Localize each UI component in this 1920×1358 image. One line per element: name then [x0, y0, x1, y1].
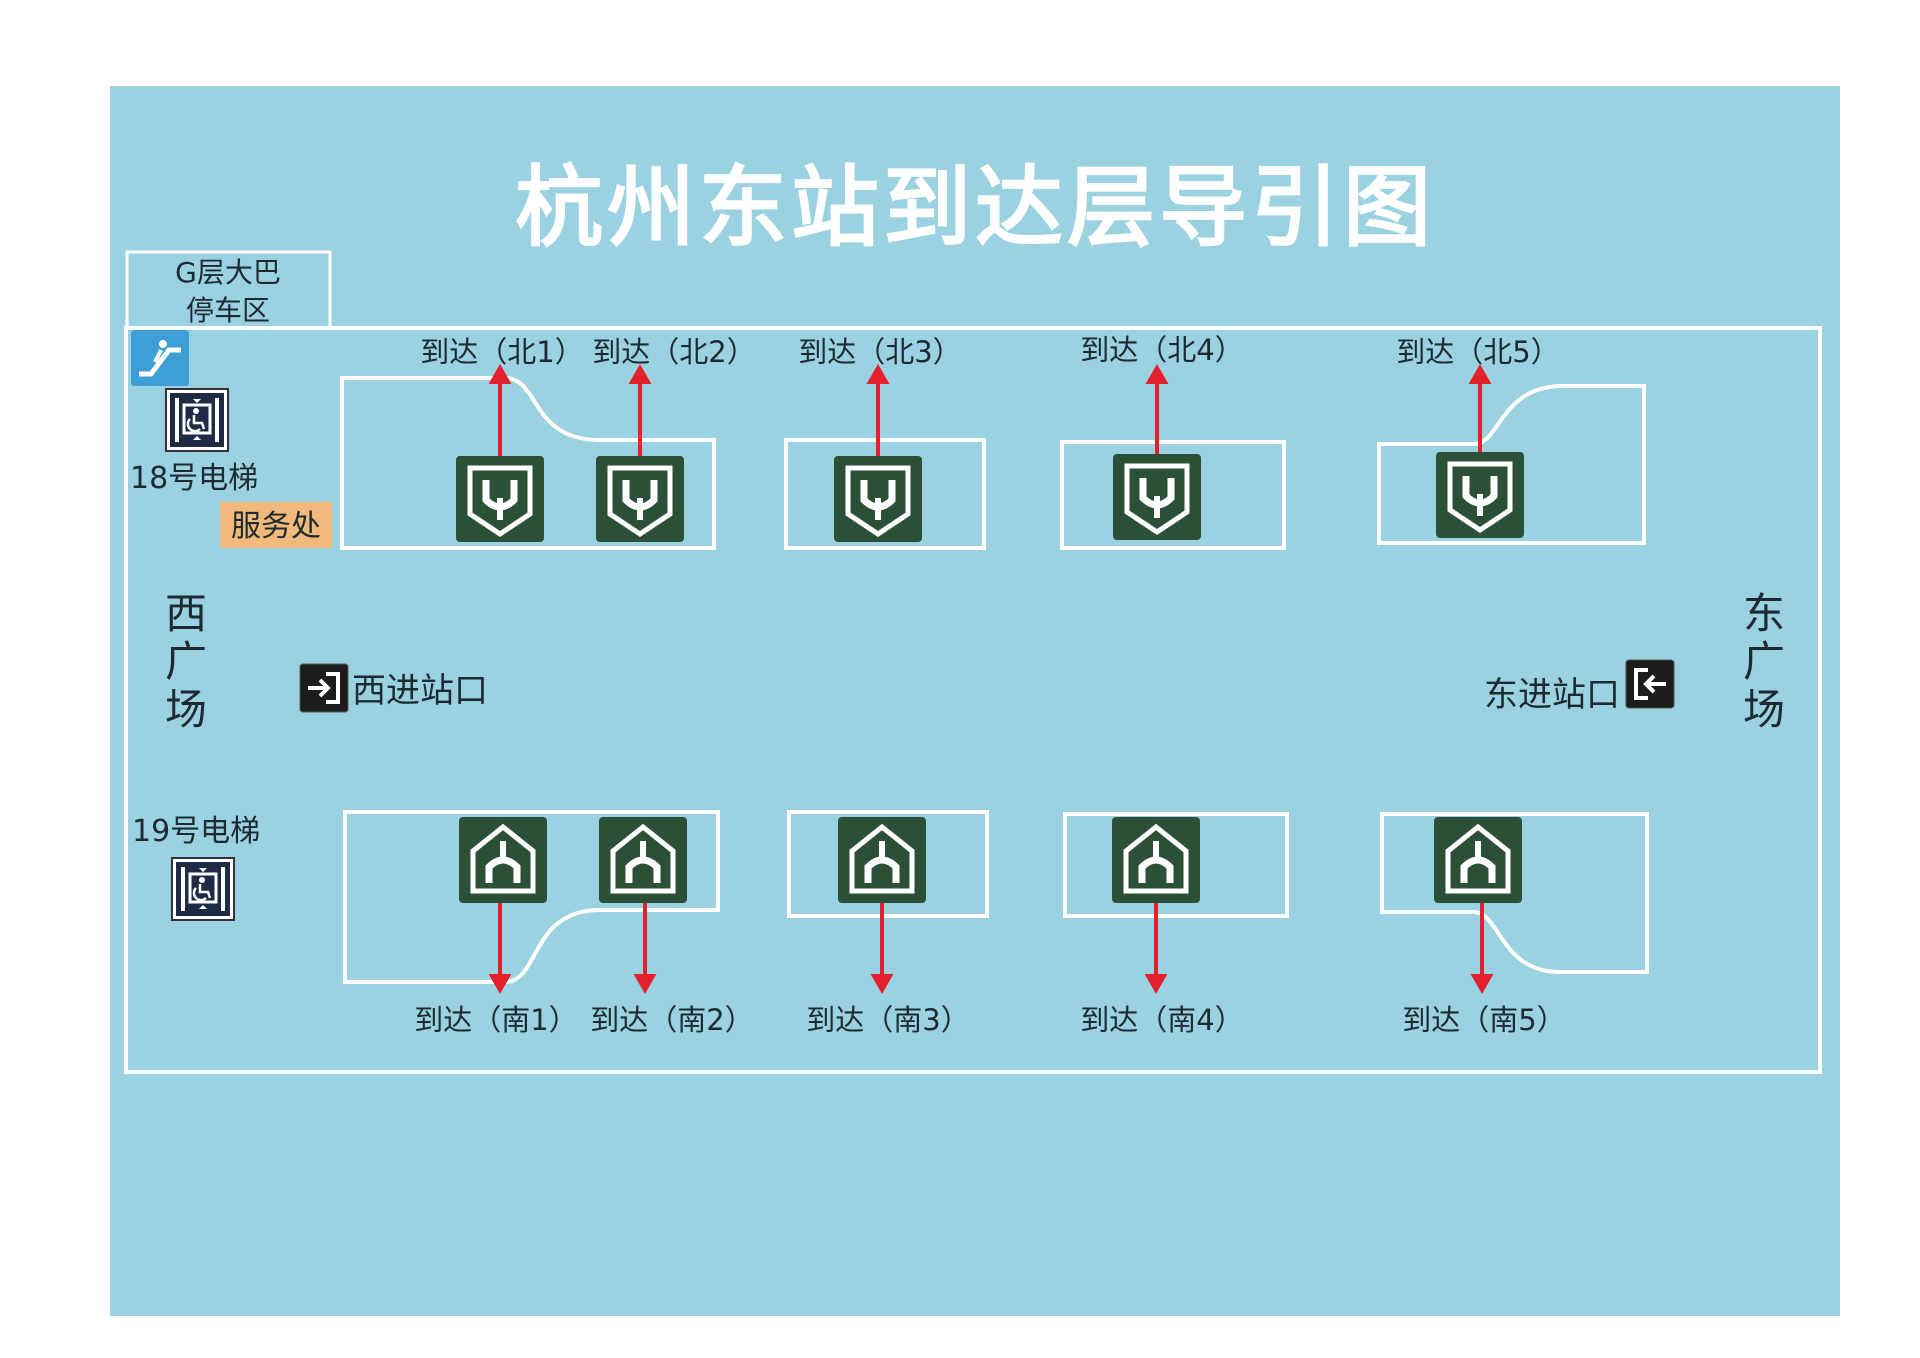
exit-down-icon	[834, 456, 922, 542]
exit-down-icon	[1113, 454, 1201, 540]
accessible-elevator-icon	[170, 856, 236, 922]
east-plaza-1: 东	[1743, 589, 1785, 638]
exit-up-icon	[1112, 817, 1200, 903]
exit-up-icon	[1434, 817, 1522, 903]
bus-parking-box	[125, 250, 332, 328]
east-entrance-label: 东进站口	[1484, 675, 1620, 715]
service-desk-box	[220, 502, 332, 548]
south-exit-zones	[343, 810, 1649, 984]
east-plaza-2: 广	[1743, 637, 1785, 686]
south-arrows	[488, 900, 1494, 995]
escalator-icon	[131, 330, 189, 386]
service-desk-label: 服务处	[231, 509, 321, 544]
exit-up-icon	[599, 817, 687, 903]
entrance-icon	[1625, 659, 1675, 709]
north-arrows	[488, 363, 1492, 456]
bus-parking-label-2: 停车区	[186, 294, 270, 327]
south-exit-label-2: 到达（南2）	[590, 1003, 753, 1037]
north-exit-zones	[340, 376, 1646, 550]
north-exit-label-2: 到达（北2）	[592, 335, 755, 369]
exit-down-icon	[596, 456, 684, 542]
north-exit-label-4: 到达（北4）	[1080, 333, 1243, 367]
elevator-19-label: 19号电梯	[132, 814, 260, 849]
map-background	[110, 86, 1840, 1316]
elevator-18-label: 18号电梯	[130, 461, 258, 496]
exit-up-icon	[459, 817, 547, 903]
west-plaza-1: 西	[165, 589, 207, 638]
west-plaza-3: 场	[165, 685, 207, 734]
station-outline	[124, 326, 1822, 1074]
east-plaza-3: 场	[1743, 685, 1785, 734]
exit-up-icon	[838, 817, 926, 903]
north-exit-label-5: 到达（北5）	[1396, 335, 1559, 369]
north-exit-label-3: 到达（北3）	[798, 335, 961, 369]
south-exit-label-1: 到达（南1）	[414, 1003, 577, 1037]
page-title: 杭州东站到达层导引图	[515, 156, 1435, 259]
south-exit-label-3: 到达（南3）	[806, 1003, 969, 1037]
accessible-elevator-icon	[164, 387, 230, 453]
bus-parking-label-1: G层大巴	[175, 256, 281, 289]
entrance-icon	[299, 663, 349, 713]
south-exit-label-5: 到达（南5）	[1402, 1003, 1565, 1037]
exit-down-icon	[1436, 452, 1524, 538]
exit-down-icon	[456, 456, 544, 542]
north-exit-label-1: 到达（北1）	[420, 335, 583, 369]
west-entrance-label: 西进站口	[352, 671, 488, 711]
west-plaza-2: 广	[165, 637, 207, 686]
south-exit-label-4: 到达（南4）	[1080, 1003, 1243, 1037]
